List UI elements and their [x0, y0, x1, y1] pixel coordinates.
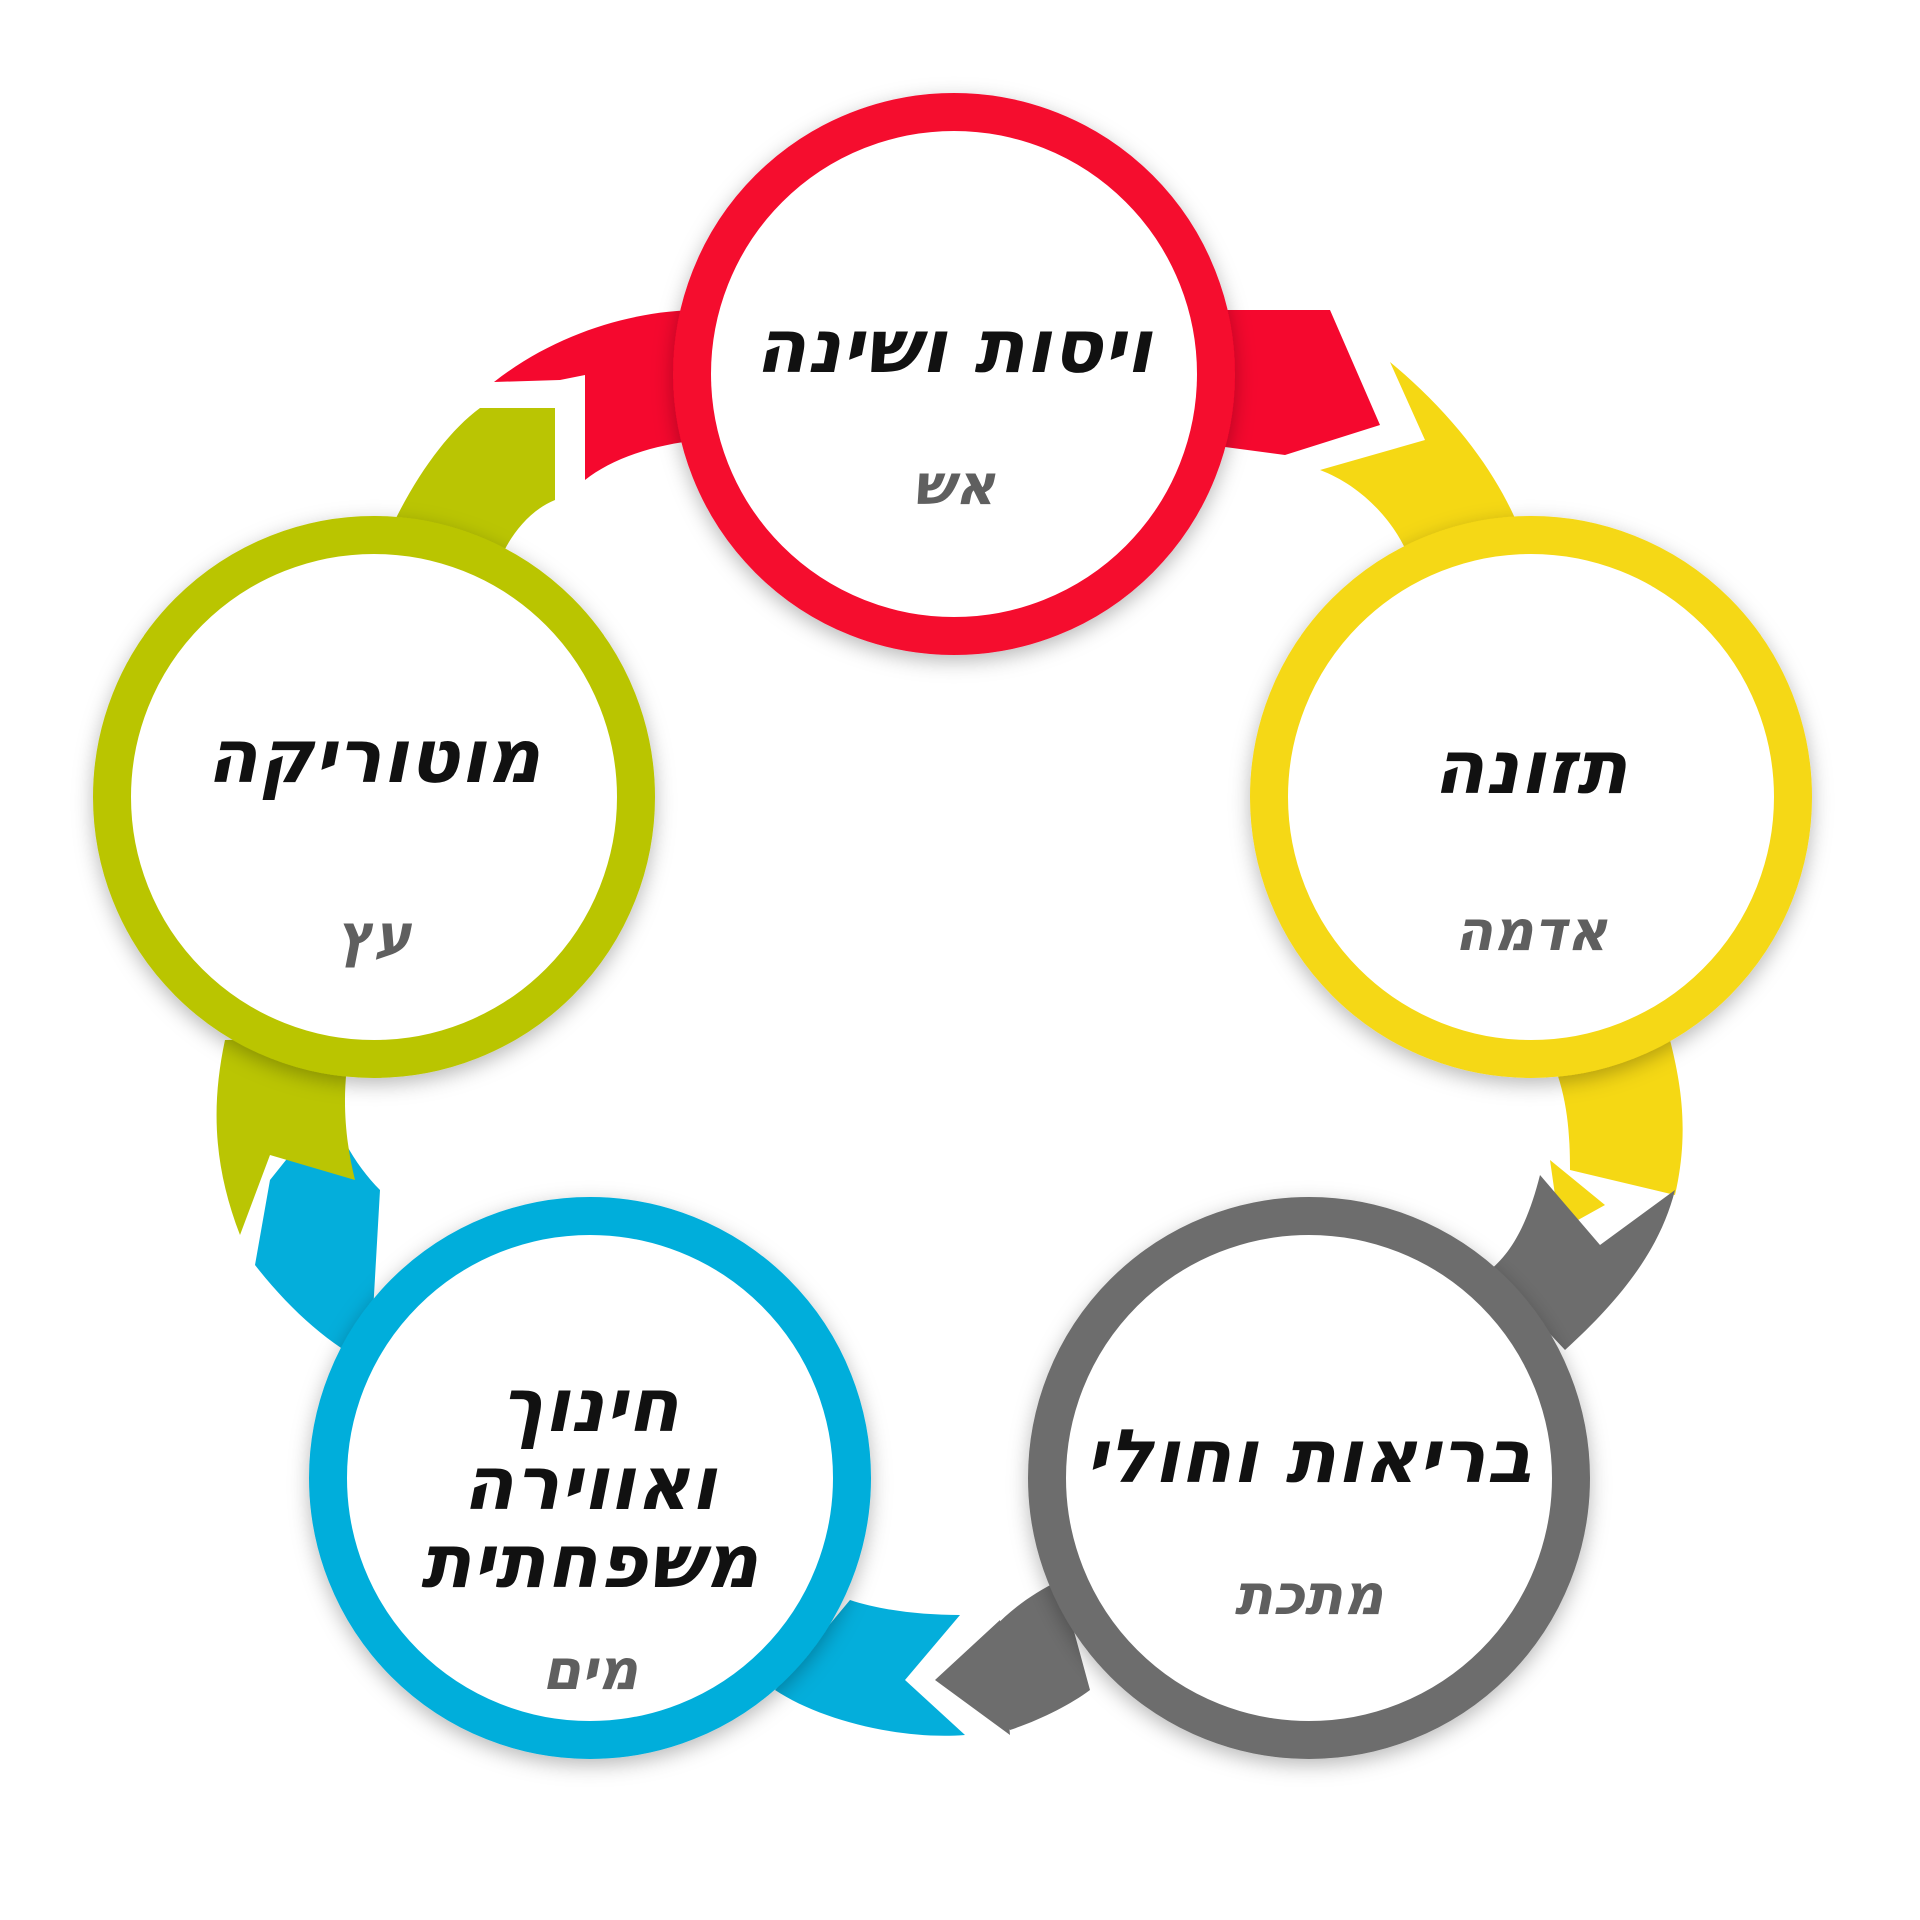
node-title: מוטוריקה: [206, 714, 542, 800]
node-health-illness: בריאות וחולי מתכת: [1079, 1330, 1539, 1750]
node-title: תזונה: [1433, 724, 1629, 811]
ring-water: [309, 1197, 871, 1759]
node-regulation-sleep: ויסות ושינה אש: [724, 230, 1184, 650]
node-nutrition: תזונה אדמה: [1301, 650, 1761, 1070]
node-title: חינוך ואווירה משפחתית: [420, 1363, 760, 1605]
ring-fire: [673, 93, 1235, 655]
node-education-family: חינוך ואווירה משפחתית מים: [360, 1330, 820, 1750]
ring-earth: [1250, 516, 1812, 1078]
node-title: ויסות ושינה: [755, 304, 1153, 390]
arrow-metal-to-water: [935, 1175, 1675, 1735]
ring-metal: [1028, 1197, 1590, 1759]
arrow-fire-to-earth: [494, 310, 1380, 480]
node-element-label: עץ: [336, 903, 412, 968]
arrow-wood-to-fire: [216, 408, 555, 1235]
node-motor-skills: מוטוריקה עץ: [144, 650, 604, 1070]
node-element-label: אש: [912, 453, 996, 518]
ring-wood: [93, 516, 655, 1078]
node-title: בריאות וחולי: [1085, 1414, 1533, 1500]
node-element-label: מתכת: [1234, 1563, 1384, 1628]
node-element-label: מים: [542, 1638, 639, 1703]
node-element-label: אדמה: [1454, 898, 1608, 964]
arrow-earth-to-metal: [1320, 362, 1683, 1230]
